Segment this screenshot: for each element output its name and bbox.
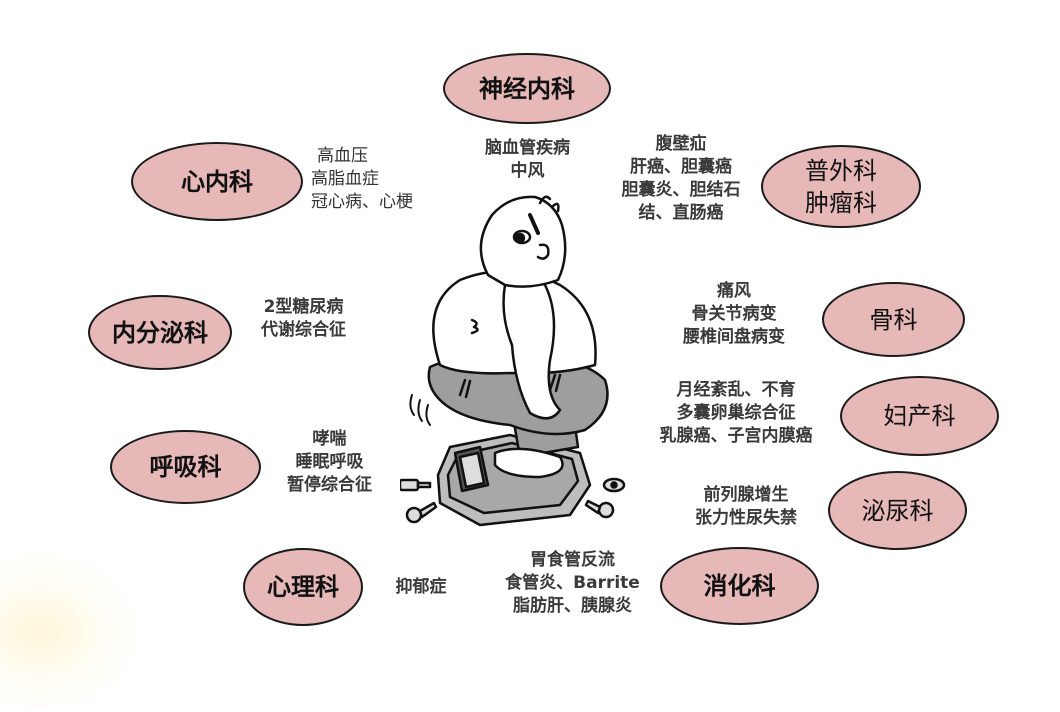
- dept-urology: 泌尿科: [828, 471, 967, 550]
- diseases-respiratory: 哮喘 睡眠呼吸 暂停综合征: [287, 429, 372, 495]
- background-glow: [0, 552, 140, 712]
- dept-label: 神经内科: [479, 74, 575, 103]
- diseases-urology: 前列腺增生 张力性尿失禁: [695, 485, 797, 528]
- diseases-gastroenterology: 胃食管反流 食管炎、Barrite 脂肪肝、胰腺炎: [505, 550, 640, 616]
- diseases-psychology: 抑郁症: [395, 577, 447, 597]
- dept-respiratory: 呼吸科: [110, 430, 261, 504]
- diseases-general-surgery: 腹壁疝 肝癌、胆囊癌 胆囊炎、胆结石 结、直肠癌: [621, 134, 741, 223]
- diseases-cardiology: 高血压 高脂血症 冠心病、心梗: [311, 146, 413, 212]
- dept-orthopedics: 骨科: [822, 282, 965, 357]
- diseases-neurology: 脑血管疾病 中风: [485, 138, 570, 181]
- dept-endocrinology: 内分泌科: [88, 295, 232, 370]
- dept-cardiology: 心内科: [131, 142, 303, 221]
- dept-general-surgery-oncology: 普外科 肿瘤科: [761, 145, 921, 228]
- diseases-orthopedics: 痛风 骨关节病变 腰椎间盘病变: [683, 281, 785, 347]
- dept-psychology: 心理科: [243, 548, 363, 626]
- dept-gynecology: 妇产科: [840, 376, 999, 456]
- diseases-gynecology: 月经紊乱、不育 多囊卵巢综合征 乳腺癌、子宫内膜癌: [659, 380, 813, 446]
- dept-gastroenterology: 消化科: [660, 547, 819, 625]
- obese-man-on-scale-illustration: [400, 195, 626, 527]
- diseases-endocrinology: 2型糖尿病 代谢综合征: [261, 297, 346, 340]
- dept-neurology: 神经内科: [443, 53, 611, 124]
